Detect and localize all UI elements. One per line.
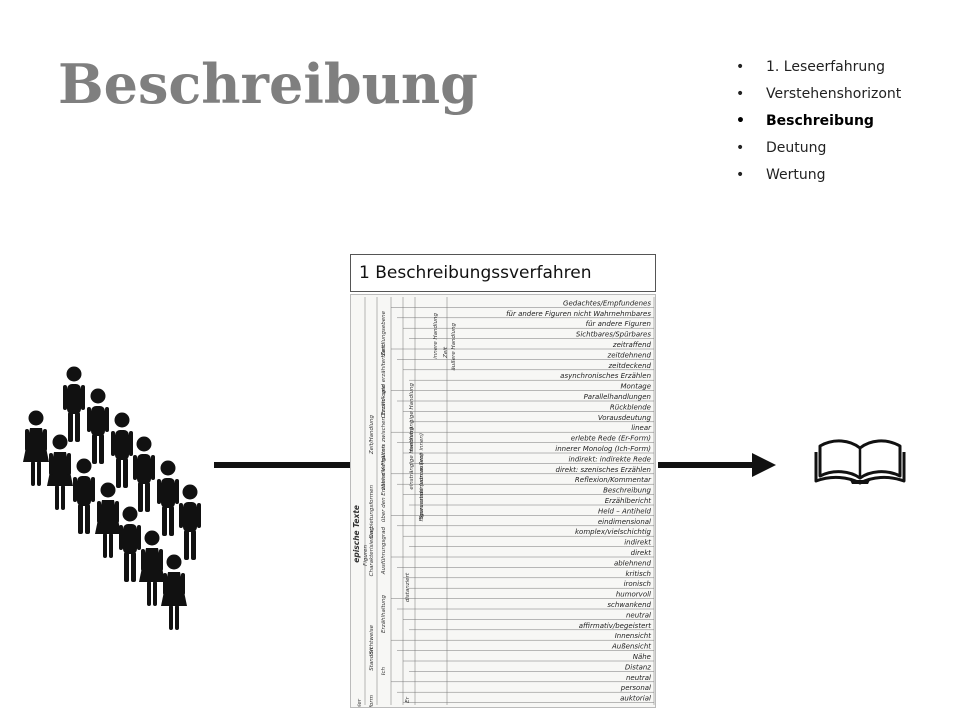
- table-row-label: Montage: [620, 383, 651, 391]
- table-row-label: für andere Figuren: [586, 320, 651, 328]
- table-category-label: epische Texte: [352, 505, 361, 563]
- table-category-label: Ich: [381, 666, 387, 675]
- table-row-label: Sichtbares/Spürbares: [576, 331, 651, 339]
- card-header: 1 Beschreibungssverfahren: [350, 254, 656, 292]
- table-category-label: Erzählform: [369, 695, 375, 707]
- table-row-label: ablehnend: [614, 559, 652, 567]
- table-category-label: Erzähler: [357, 698, 363, 707]
- toc-item-deutung[interactable]: Deutung: [736, 137, 901, 164]
- slide-title: Beschreibung: [58, 52, 478, 116]
- table-category-label: Sichtweise: [369, 624, 375, 654]
- table-category-label: über die Figuren: [381, 444, 387, 490]
- table-row-label: Innensicht: [615, 632, 652, 640]
- table-row-label: Distanz: [625, 663, 651, 671]
- table-category-label: distanziert: [405, 572, 411, 602]
- table-row-label: schwankend: [607, 601, 651, 609]
- table-category-label: äußere Handlung: [451, 322, 457, 370]
- toc-item-wertung[interactable]: Wertung: [736, 164, 901, 191]
- table-category-label: mehrsträngige Handlung: [409, 382, 415, 451]
- table-category-label: Ausführungsgrad: [381, 527, 387, 576]
- table-row-label: Rückblende: [610, 403, 651, 411]
- table-row-label: linear: [631, 424, 652, 432]
- table-category-label: Bewusstseinsstrom (von innen): [419, 433, 425, 519]
- table-category-label: Zeit: [443, 346, 449, 359]
- table-row-label: ironisch: [624, 580, 651, 588]
- table-row-label: Außensicht: [611, 643, 651, 651]
- scanned-table-svg: Gedachtes/Empfundenes für andere Figuren …: [352, 297, 655, 707]
- table-row-label: Nähe: [633, 653, 651, 661]
- table-category-label: Figurenrede (von außen): [419, 453, 425, 521]
- toc-item-beschreibung[interactable]: Beschreibung: [736, 110, 901, 137]
- open-book-icon: [814, 439, 906, 485]
- table-row-label: indirekt: [624, 539, 651, 547]
- table-row-label: humorvoll: [616, 591, 651, 599]
- table-row-label: affirmativ/begeistert: [579, 622, 651, 630]
- table-row-label: asynchronisches Erzählen: [560, 372, 651, 380]
- table-category-label: Handlungsebene: [381, 310, 387, 357]
- table-row-label: personal: [620, 684, 651, 692]
- people-crowd-icon: [23, 366, 201, 630]
- table-row-label: auktorial: [620, 695, 651, 703]
- table-row-label: eindimensional: [598, 518, 651, 526]
- table-category-label: Charakterisierung: [369, 527, 375, 577]
- arrow-line-left: [214, 462, 352, 468]
- table-row-label: Vorausdeutung: [598, 414, 652, 422]
- table-row-label: kritisch: [626, 570, 652, 578]
- table-category-label: Erzählhaltung: [381, 594, 387, 633]
- table-row-label: innerer Monolog (Ich-Form): [555, 445, 651, 453]
- table-row-label: direkt: szenisches Erzählen: [556, 466, 651, 474]
- toc-item-verstehenshorizont[interactable]: Verstehenshorizont: [736, 83, 901, 110]
- table-row-label: zeitdeckend: [607, 362, 651, 370]
- table-category-label: Darbietungsformen: [369, 484, 375, 538]
- table-category-label: Standort: [369, 646, 375, 671]
- toc-item-leseerfahrung[interactable]: 1. Leseerfahrung: [736, 56, 901, 83]
- table-row-label: Gedachtes/Empfundenes: [563, 299, 651, 307]
- table-row-label: komplex/vielschichtig: [575, 528, 652, 536]
- table-category-label: Er: [405, 696, 411, 702]
- table-row-label: indirekt: indirekte Rede: [568, 455, 651, 463]
- table-category-label: Verhältnis zwischen Erzähl- und erzählte…: [381, 344, 387, 471]
- procedure-card: 1 Beschreibungssverfahren Gedachtes/Empf…: [350, 254, 658, 710]
- table-row-label: neutral: [626, 674, 651, 682]
- table-row-label: Reflexion/Kommentar: [575, 476, 652, 484]
- table-row-label: erlebte Rede (Er-Form): [571, 435, 651, 443]
- table-row-label: zeitdehnend: [607, 351, 652, 359]
- table-row-label: Parallelhandlungen: [584, 393, 651, 401]
- arrow-head: [752, 453, 776, 477]
- toc-list: 1. Leseerfahrung Verstehenshorizont Besc…: [736, 56, 901, 191]
- table-category-label: Figuren: [363, 544, 369, 565]
- table-category-label: Zeit/Handlung: [369, 414, 375, 455]
- table-category-label: über den Erzähler: [381, 472, 387, 522]
- table-row-label: für andere Figuren nicht Wahrnehmbares: [506, 310, 651, 318]
- scanned-table: Gedachtes/Empfundenes für andere Figuren …: [350, 294, 656, 708]
- table-category-label: Chronologie: [381, 384, 387, 418]
- table-category-label: einsträngige Handlung: [409, 426, 415, 489]
- table-row-label: neutral: [626, 611, 651, 619]
- table-row-label: Beschreibung: [603, 487, 651, 495]
- table-row-label: Erzählbericht: [605, 497, 652, 505]
- table-row-label: zeitraffend: [612, 341, 652, 349]
- table-row-label: Held – Antiheld: [598, 507, 652, 515]
- arrow-line-right: [658, 462, 754, 468]
- table-category-label: innere Handlung: [433, 313, 439, 359]
- table-row-label: direkt: [631, 549, 652, 557]
